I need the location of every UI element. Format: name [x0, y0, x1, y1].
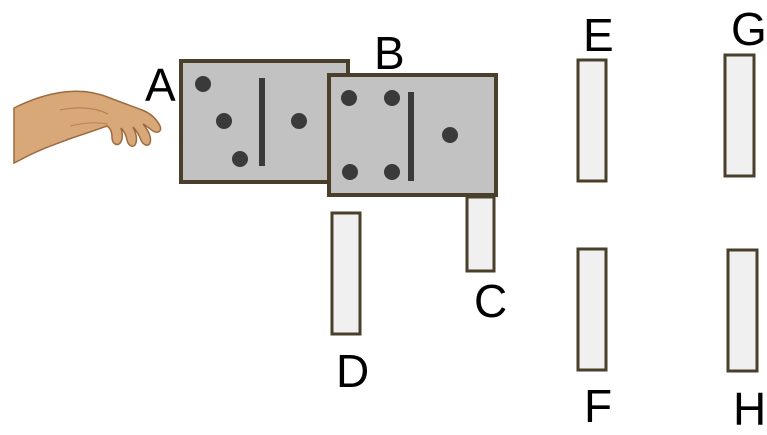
domino-g [723, 53, 756, 178]
label-f: F [584, 380, 613, 432]
domino-f [576, 247, 608, 372]
domino-a-pip [291, 113, 307, 129]
domino-b-pip [384, 90, 400, 106]
pointing-hand-icon [13, 90, 162, 165]
domino-b-pip [442, 127, 458, 143]
domino-a [179, 59, 350, 184]
label-a: A [145, 59, 176, 111]
domino-a-pip [195, 76, 211, 92]
domino-h [726, 248, 759, 373]
domino-d [330, 211, 362, 336]
label-d: D [336, 345, 370, 397]
domino-b-pip [384, 164, 400, 180]
domino-b-pip [341, 90, 357, 106]
label-b: B [374, 27, 405, 79]
label-e: E [583, 9, 614, 61]
domino-b [327, 73, 498, 197]
domino-a-pip [216, 113, 232, 129]
domino-b-pip [342, 164, 358, 180]
domino-e [576, 58, 608, 183]
label-c: C [474, 275, 508, 327]
domino-a-pip [232, 151, 248, 167]
domino-c [465, 195, 496, 273]
label-h: H [733, 383, 767, 435]
label-g: G [731, 3, 767, 55]
